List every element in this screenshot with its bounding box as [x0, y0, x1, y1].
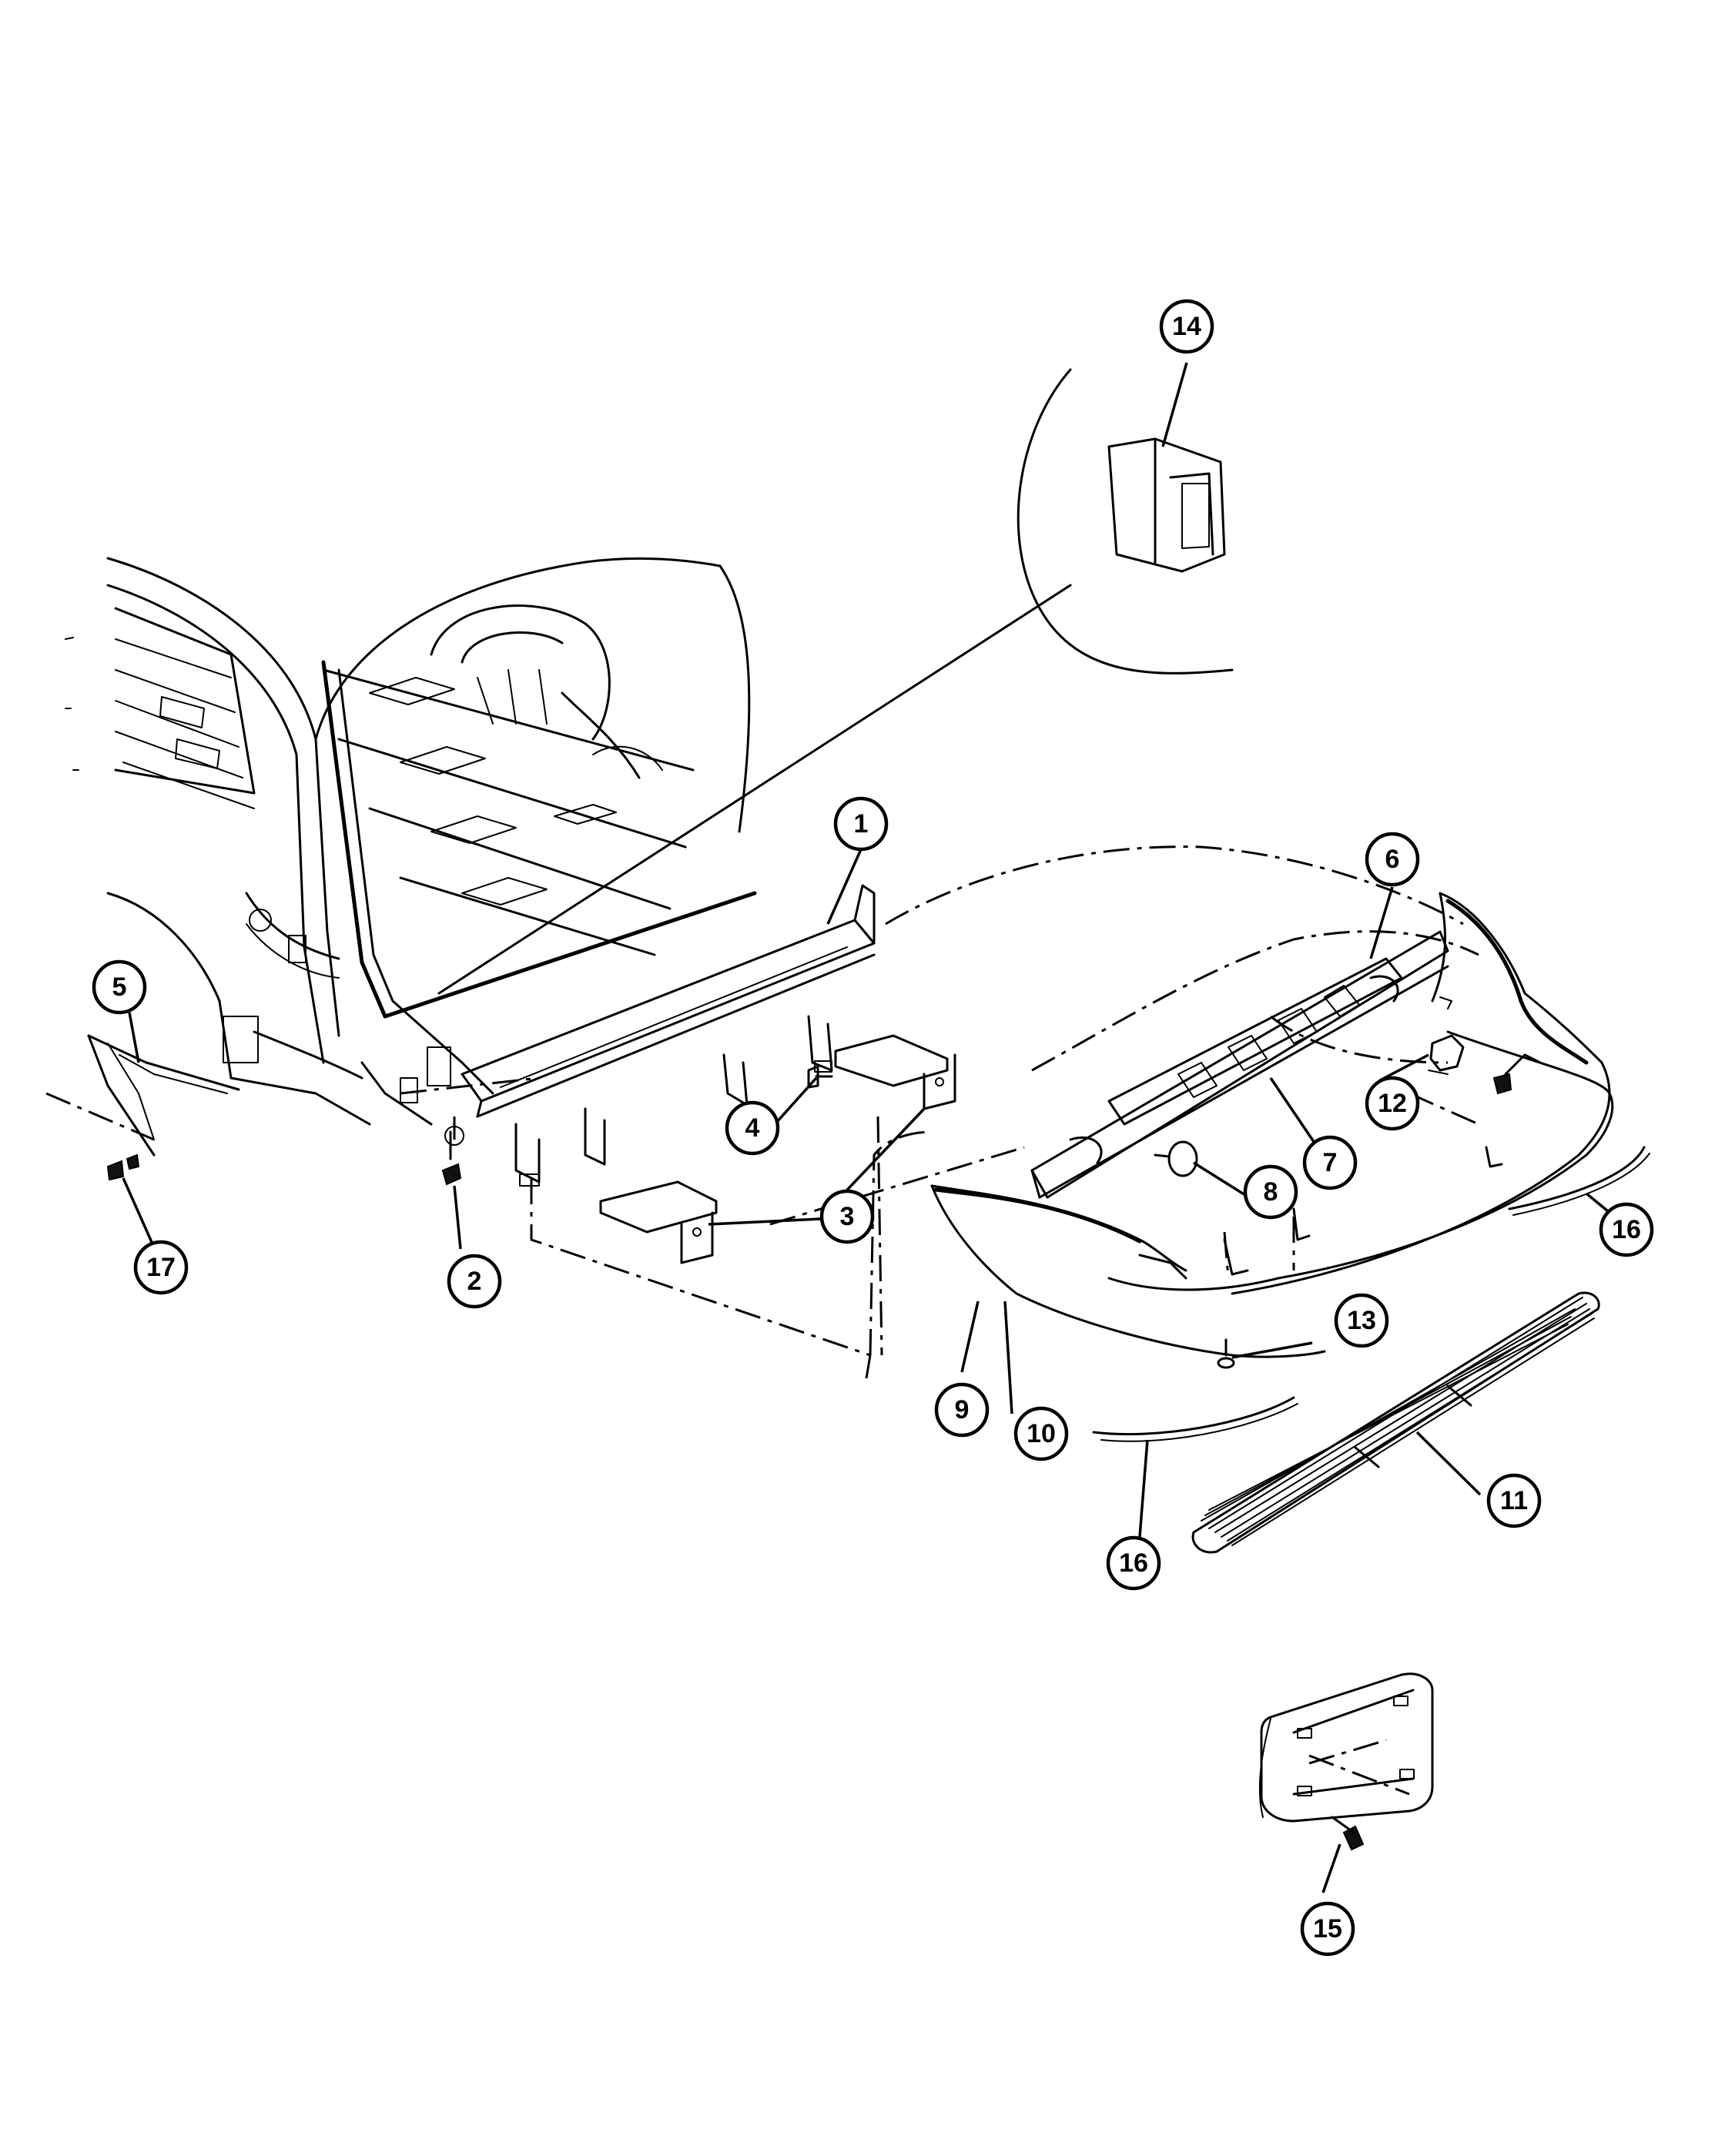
callout-7: 7 [1302, 1135, 1358, 1190]
callout-12-label: 12 [1378, 1089, 1407, 1118]
callout-6: 6 [1365, 832, 1420, 887]
part-15-license-bracket [1258, 1672, 1434, 1851]
callout-7-label: 7 [1323, 1148, 1338, 1177]
part-11-lower-grille [1191, 1291, 1600, 1554]
callout-9-label: 9 [955, 1395, 970, 1424]
callout-16-right-label: 16 [1612, 1215, 1641, 1244]
vehicle-rear-body [65, 557, 757, 1126]
callout-1-label: 1 [854, 809, 869, 839]
callout-1: 1 [833, 796, 889, 852]
part-1-rear-bumper-reinforcement [461, 884, 876, 1187]
callout-11-label: 11 [1500, 1486, 1528, 1515]
callout-8: 8 [1243, 1164, 1298, 1220]
callout-17-label: 17 [146, 1253, 176, 1282]
callout-3: 3 [819, 1189, 875, 1244]
callout-2: 2 [447, 1254, 502, 1309]
callout-11: 11 [1486, 1473, 1542, 1528]
callout-12: 12 [1365, 1076, 1420, 1131]
callout-4: 4 [725, 1100, 780, 1156]
callout-15: 15 [1300, 1901, 1355, 1957]
callout-16-lower: 16 [1106, 1535, 1161, 1591]
callouts: 1 2 3 4 5 6 7 8 9 10 11 12 13 14 15 16 1… [92, 299, 1654, 1957]
fasteners [106, 1034, 1542, 1369]
callout-5-label: 5 [112, 973, 127, 1002]
callout-14: 14 [1159, 299, 1214, 354]
callout-16-right: 16 [1599, 1202, 1654, 1257]
part-14-detail-inset [437, 368, 1234, 995]
callout-9: 9 [934, 1382, 990, 1438]
part-3-brackets [599, 1034, 956, 1264]
part-16-strips [1092, 1146, 1650, 1442]
callout-3-label: 3 [840, 1202, 855, 1231]
part-9-10-rear-fascia [930, 892, 1614, 1358]
callout-13-label: 13 [1347, 1306, 1376, 1335]
callout-8-label: 8 [1264, 1177, 1278, 1207]
callout-14-label: 14 [1172, 312, 1201, 341]
part-6-7-step-pad [1030, 930, 1449, 1199]
callout-17: 17 [133, 1240, 189, 1295]
callout-13: 13 [1334, 1293, 1389, 1348]
callout-5: 5 [92, 959, 147, 1015]
callout-4-label: 4 [745, 1113, 760, 1143]
callout-15-label: 15 [1313, 1914, 1342, 1943]
callout-10: 10 [1013, 1406, 1069, 1461]
callout-6-label: 6 [1385, 845, 1400, 874]
callout-16-lower-label: 16 [1119, 1548, 1148, 1578]
part-5-fascia-support-left [45, 1034, 240, 1157]
callout-10-label: 10 [1027, 1419, 1056, 1448]
callout-2-label: 2 [467, 1267, 482, 1296]
